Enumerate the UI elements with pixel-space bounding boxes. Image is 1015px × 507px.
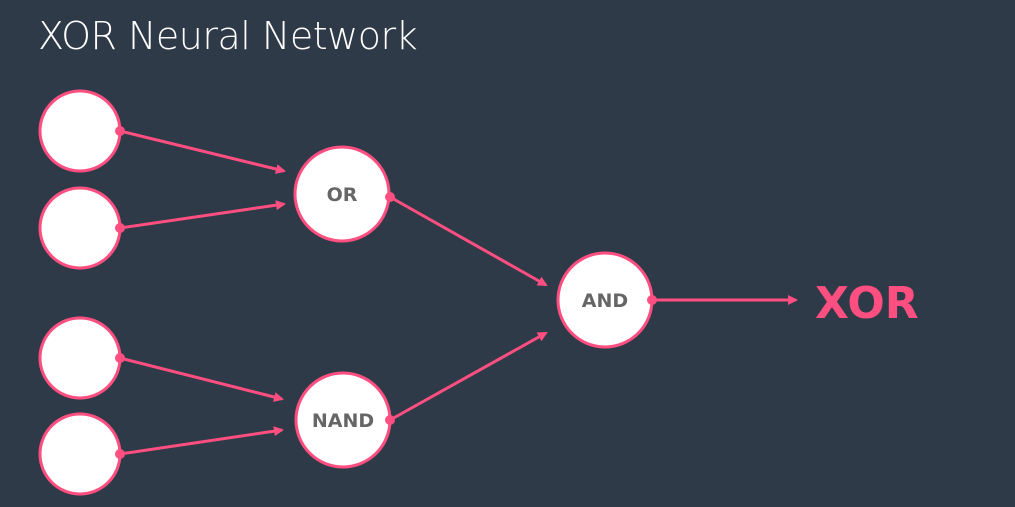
and-node-dot: [647, 295, 657, 305]
edge-or-to-and: [389, 195, 548, 287]
or-node-dot: [385, 192, 395, 202]
input-node-2: [38, 186, 122, 270]
and-node-label: AND: [582, 290, 628, 312]
edge-nand-to-and: [389, 331, 548, 422]
input-2-dot: [115, 223, 125, 233]
nand-node-label: NAND: [312, 410, 374, 432]
input-1-dot: [115, 126, 125, 136]
and-node: AND: [556, 251, 654, 349]
input-node-3: [38, 316, 122, 400]
edge-input-1-to-or: [119, 129, 286, 174]
edge-input-4-to-nand: [119, 426, 284, 456]
connection-dots: [115, 126, 657, 459]
input-node-1: [38, 89, 122, 173]
nand-node-dot: [385, 415, 395, 425]
edge-input-3-to-nand: [119, 356, 284, 402]
or-node-label: OR: [327, 184, 358, 206]
input-node-4: [38, 412, 122, 496]
input-3-dot: [115, 353, 125, 363]
output-label: XOR: [815, 278, 919, 329]
page-title: XOR Neural Network: [38, 14, 418, 58]
edges-group: [119, 129, 798, 456]
input-4-dot: [115, 449, 125, 459]
nand-node: NAND: [294, 371, 392, 469]
edge-input-2-to-or: [119, 200, 286, 230]
or-node: OR: [293, 145, 391, 243]
